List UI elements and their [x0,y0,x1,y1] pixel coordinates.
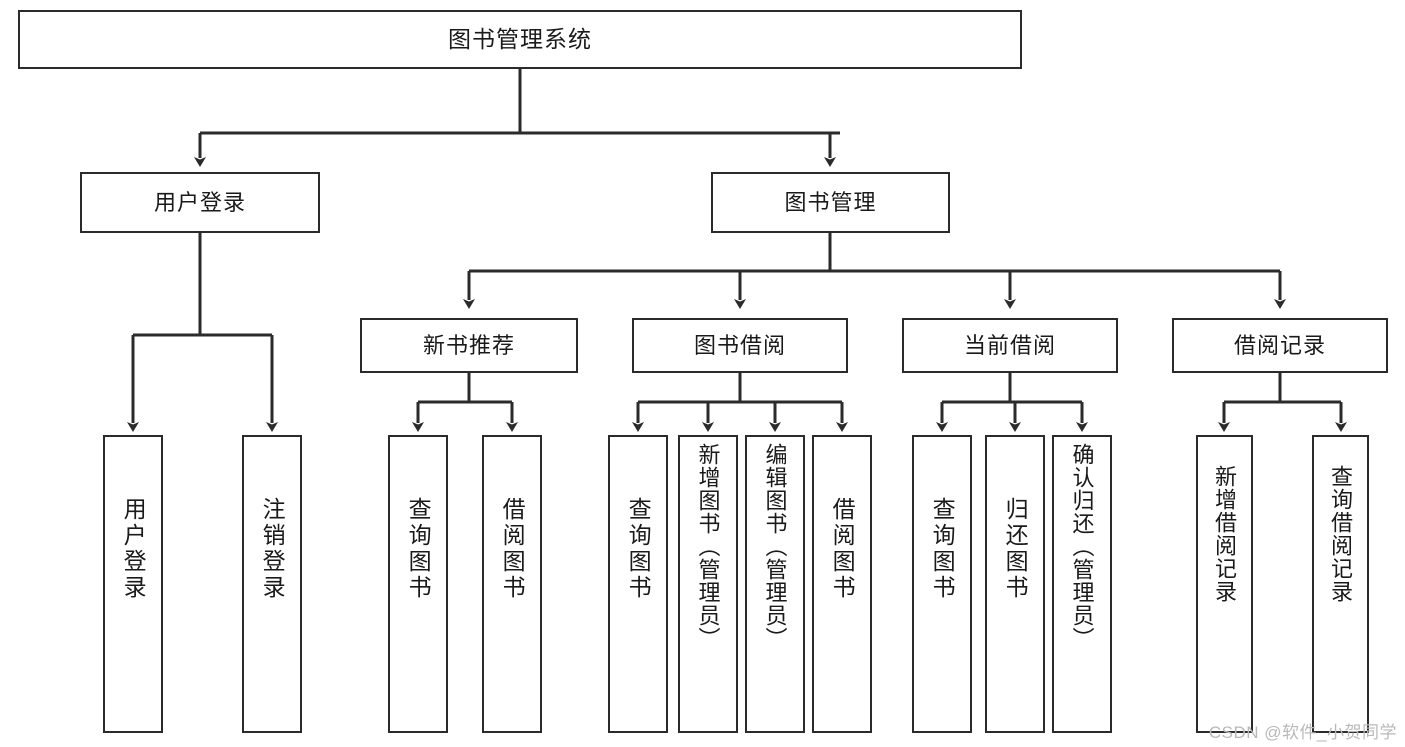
leaf-edit-book-admin[interactable]: 编辑图书（管理员） [745,435,805,733]
leaf-borrow-book-recommend[interactable]: 借阅图书 [482,435,542,733]
leaf-add-borrow-record[interactable]: 新增借阅记录 [1196,435,1253,733]
node-borrow-record[interactable]: 借阅记录 [1172,318,1388,373]
node-label: 新增借阅记录 [1212,465,1238,603]
node-book-borrow[interactable]: 图书借阅 [632,318,848,373]
leaf-return-book[interactable]: 归还图书 [985,435,1045,733]
node-label: 借阅图书 [829,497,856,601]
leaf-query-borrow-record[interactable]: 查询借阅记录 [1312,435,1369,733]
node-label: 编辑图书（管理员） [762,443,788,650]
node-new-book-recommend[interactable]: 新书推荐 [360,318,578,373]
leaf-query-book-borrow[interactable]: 查询图书 [608,435,668,733]
node-label: 图书管理 [784,189,877,215]
node-label: 当前借阅 [963,332,1056,358]
leaf-logout-login[interactable]: 注销登录 [242,435,302,733]
leaf-borrow-book[interactable]: 借阅图书 [812,435,872,733]
node-label: 查询借阅记录 [1328,465,1354,603]
node-label: 借阅图书 [499,497,526,601]
node-label: 借阅记录 [1233,332,1326,358]
leaf-add-book-admin[interactable]: 新增图书（管理员） [678,435,738,733]
node-book-management[interactable]: 图书管理 [711,172,950,233]
node-label: 用户登录 [120,497,147,601]
node-label: 新书推荐 [422,332,515,358]
node-label: 查询图书 [405,497,432,601]
leaf-user-login[interactable]: 用户登录 [103,435,163,733]
leaf-query-book-recommend[interactable]: 查询图书 [388,435,448,733]
node-label: 查询图书 [929,497,956,601]
node-label: 图书借阅 [693,332,786,358]
node-label: 图书管理系统 [448,25,592,52]
node-label: 确认归还（管理员） [1069,443,1095,650]
node-root-book-management-system[interactable]: 图书管理系统 [18,10,1022,69]
watermark-text: CSDN @软件_小贺同学 [1208,723,1397,742]
leaf-confirm-return-admin[interactable]: 确认归还（管理员） [1052,435,1112,733]
node-label: 新增图书（管理员） [695,443,721,650]
leaf-query-book-current[interactable]: 查询图书 [912,435,972,733]
node-label: 查询图书 [625,497,652,601]
node-label: 用户登录 [153,189,246,215]
node-current-borrow[interactable]: 当前借阅 [902,318,1118,373]
node-label: 归还图书 [1002,497,1029,601]
node-label: 注销登录 [259,497,286,601]
node-user-login[interactable]: 用户登录 [80,172,320,233]
